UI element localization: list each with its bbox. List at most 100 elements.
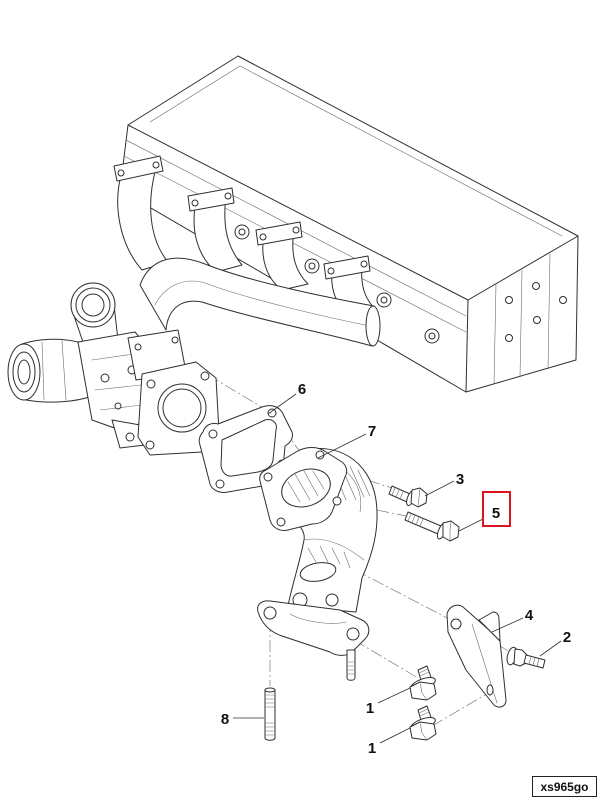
cylinder-head-corner-edge [465, 299, 469, 393]
callout-5-highlight-box [482, 491, 511, 527]
outlet-flange-hole [346, 627, 360, 641]
bolt-head-edge [417, 487, 421, 508]
gasket-opening [220, 419, 277, 477]
leader-line-4 [491, 617, 524, 633]
elbow-outlet-flange [257, 600, 370, 656]
leader-line-3 [424, 480, 455, 497]
elbow-flange-bolt-hole [276, 517, 286, 527]
callout-2[interactable]: 2 [563, 629, 571, 646]
bolt-shank [523, 654, 546, 669]
flange-bolt [134, 343, 142, 351]
bracket-plate [446, 604, 507, 708]
figure-code-label: xs965go [540, 780, 588, 794]
bolt-thread [391, 487, 404, 500]
elbow-flange-bolt-hole [332, 496, 342, 506]
cylinder-head-end-ribs [493, 253, 551, 385]
flange-bolt [224, 192, 232, 200]
bolt-thread [418, 668, 430, 677]
housing-bolt [100, 373, 110, 383]
elbow-window [299, 562, 337, 582]
head-bolt-hole [505, 334, 513, 342]
outlet-flange-contour [289, 613, 347, 624]
figure-code: xs965go [532, 776, 597, 797]
outlet-flange-hole [263, 606, 277, 620]
manifold-runner [193, 195, 243, 273]
leader-line-5 [458, 518, 484, 532]
bolt-hex-head [409, 721, 437, 741]
callout-8[interactable]: 8 [221, 711, 229, 728]
wastegate-bolt [125, 432, 135, 442]
elbow-inlet-hatch [287, 470, 325, 503]
elbow-flange-bolt-hole [315, 450, 325, 460]
elbow-inlet-flange [259, 447, 348, 531]
stud-thread [264, 694, 276, 736]
callout-6[interactable]: 6 [298, 381, 306, 398]
center-line [431, 691, 491, 727]
flange-bolt-1-upper [409, 665, 437, 701]
head-boss-hole [428, 332, 436, 340]
bracket [446, 604, 507, 708]
turbo-outlet-bore [81, 293, 105, 317]
bolt-head-edge [419, 721, 428, 741]
head-bolt-hole [532, 282, 540, 290]
elbow-inlet-dome [281, 468, 331, 508]
callout-3[interactable]: 3 [456, 471, 464, 488]
turbine-outlet-bore [162, 388, 202, 428]
callouts: 6 7 3 5 4 2 1 8 1 [221, 381, 571, 757]
flange-bolt [191, 199, 199, 207]
callout-4[interactable]: 4 [525, 607, 534, 624]
head-boss-hole [308, 262, 316, 270]
center-line [353, 639, 419, 679]
elbow-port [325, 593, 339, 607]
compressor-inlet-bore [17, 359, 31, 385]
callout-1-lower[interactable]: 1 [368, 740, 376, 757]
runner-flange [255, 221, 303, 246]
compressor-cover-detail [41, 340, 67, 401]
flange-bolt-1-lower [409, 705, 437, 741]
center-line [354, 569, 456, 623]
stud [264, 687, 276, 741]
callout-1-upper[interactable]: 1 [366, 700, 374, 717]
runner-flange [187, 187, 235, 212]
flange-bolt [327, 267, 335, 275]
turbo-outlet-rim [70, 282, 116, 328]
gasket-bolt-hole [267, 408, 277, 418]
head-bolt-hole [505, 296, 513, 304]
flange-bolt [259, 233, 267, 241]
elbow-flange-bolt-hole [263, 472, 273, 482]
bolt-thread [418, 708, 430, 717]
manifold-collector [139, 257, 375, 347]
collector-end-cap [365, 305, 381, 347]
turbo-outlet-ring [75, 287, 111, 323]
flange-bolt-hole [200, 371, 210, 381]
head-boss-hole [238, 228, 246, 236]
runner-flange [113, 155, 164, 182]
stud-end [264, 687, 276, 693]
stud-body [264, 689, 276, 741]
bolt-short [388, 485, 428, 508]
cylinder-head [119, 55, 579, 393]
elbow-stud-thread [346, 661, 356, 675]
flange-bolt-2 [506, 646, 546, 669]
callout-7[interactable]: 7 [368, 423, 376, 440]
head-boss-hole [380, 296, 388, 304]
bolt-long [404, 511, 460, 542]
leader-line-2 [539, 640, 562, 657]
leader-line-7 [317, 433, 367, 459]
manifold-runner [262, 229, 309, 291]
housing-bolt [114, 402, 122, 410]
callout-5[interactable]: 5 [492, 505, 500, 522]
collector-contour [154, 280, 371, 327]
gasket-bolt-hole [215, 479, 225, 489]
center-line [207, 374, 271, 413]
flange-bolt [360, 260, 368, 268]
leader-line-6 [267, 393, 297, 415]
exhaust-manifold [113, 155, 381, 347]
flange-bolt [152, 161, 160, 169]
bolt-head-edge [419, 681, 428, 701]
flange-bolt [292, 226, 300, 234]
bolt-thread [407, 513, 424, 527]
turbocharger [7, 282, 220, 456]
head-bolt-hole [533, 316, 541, 324]
